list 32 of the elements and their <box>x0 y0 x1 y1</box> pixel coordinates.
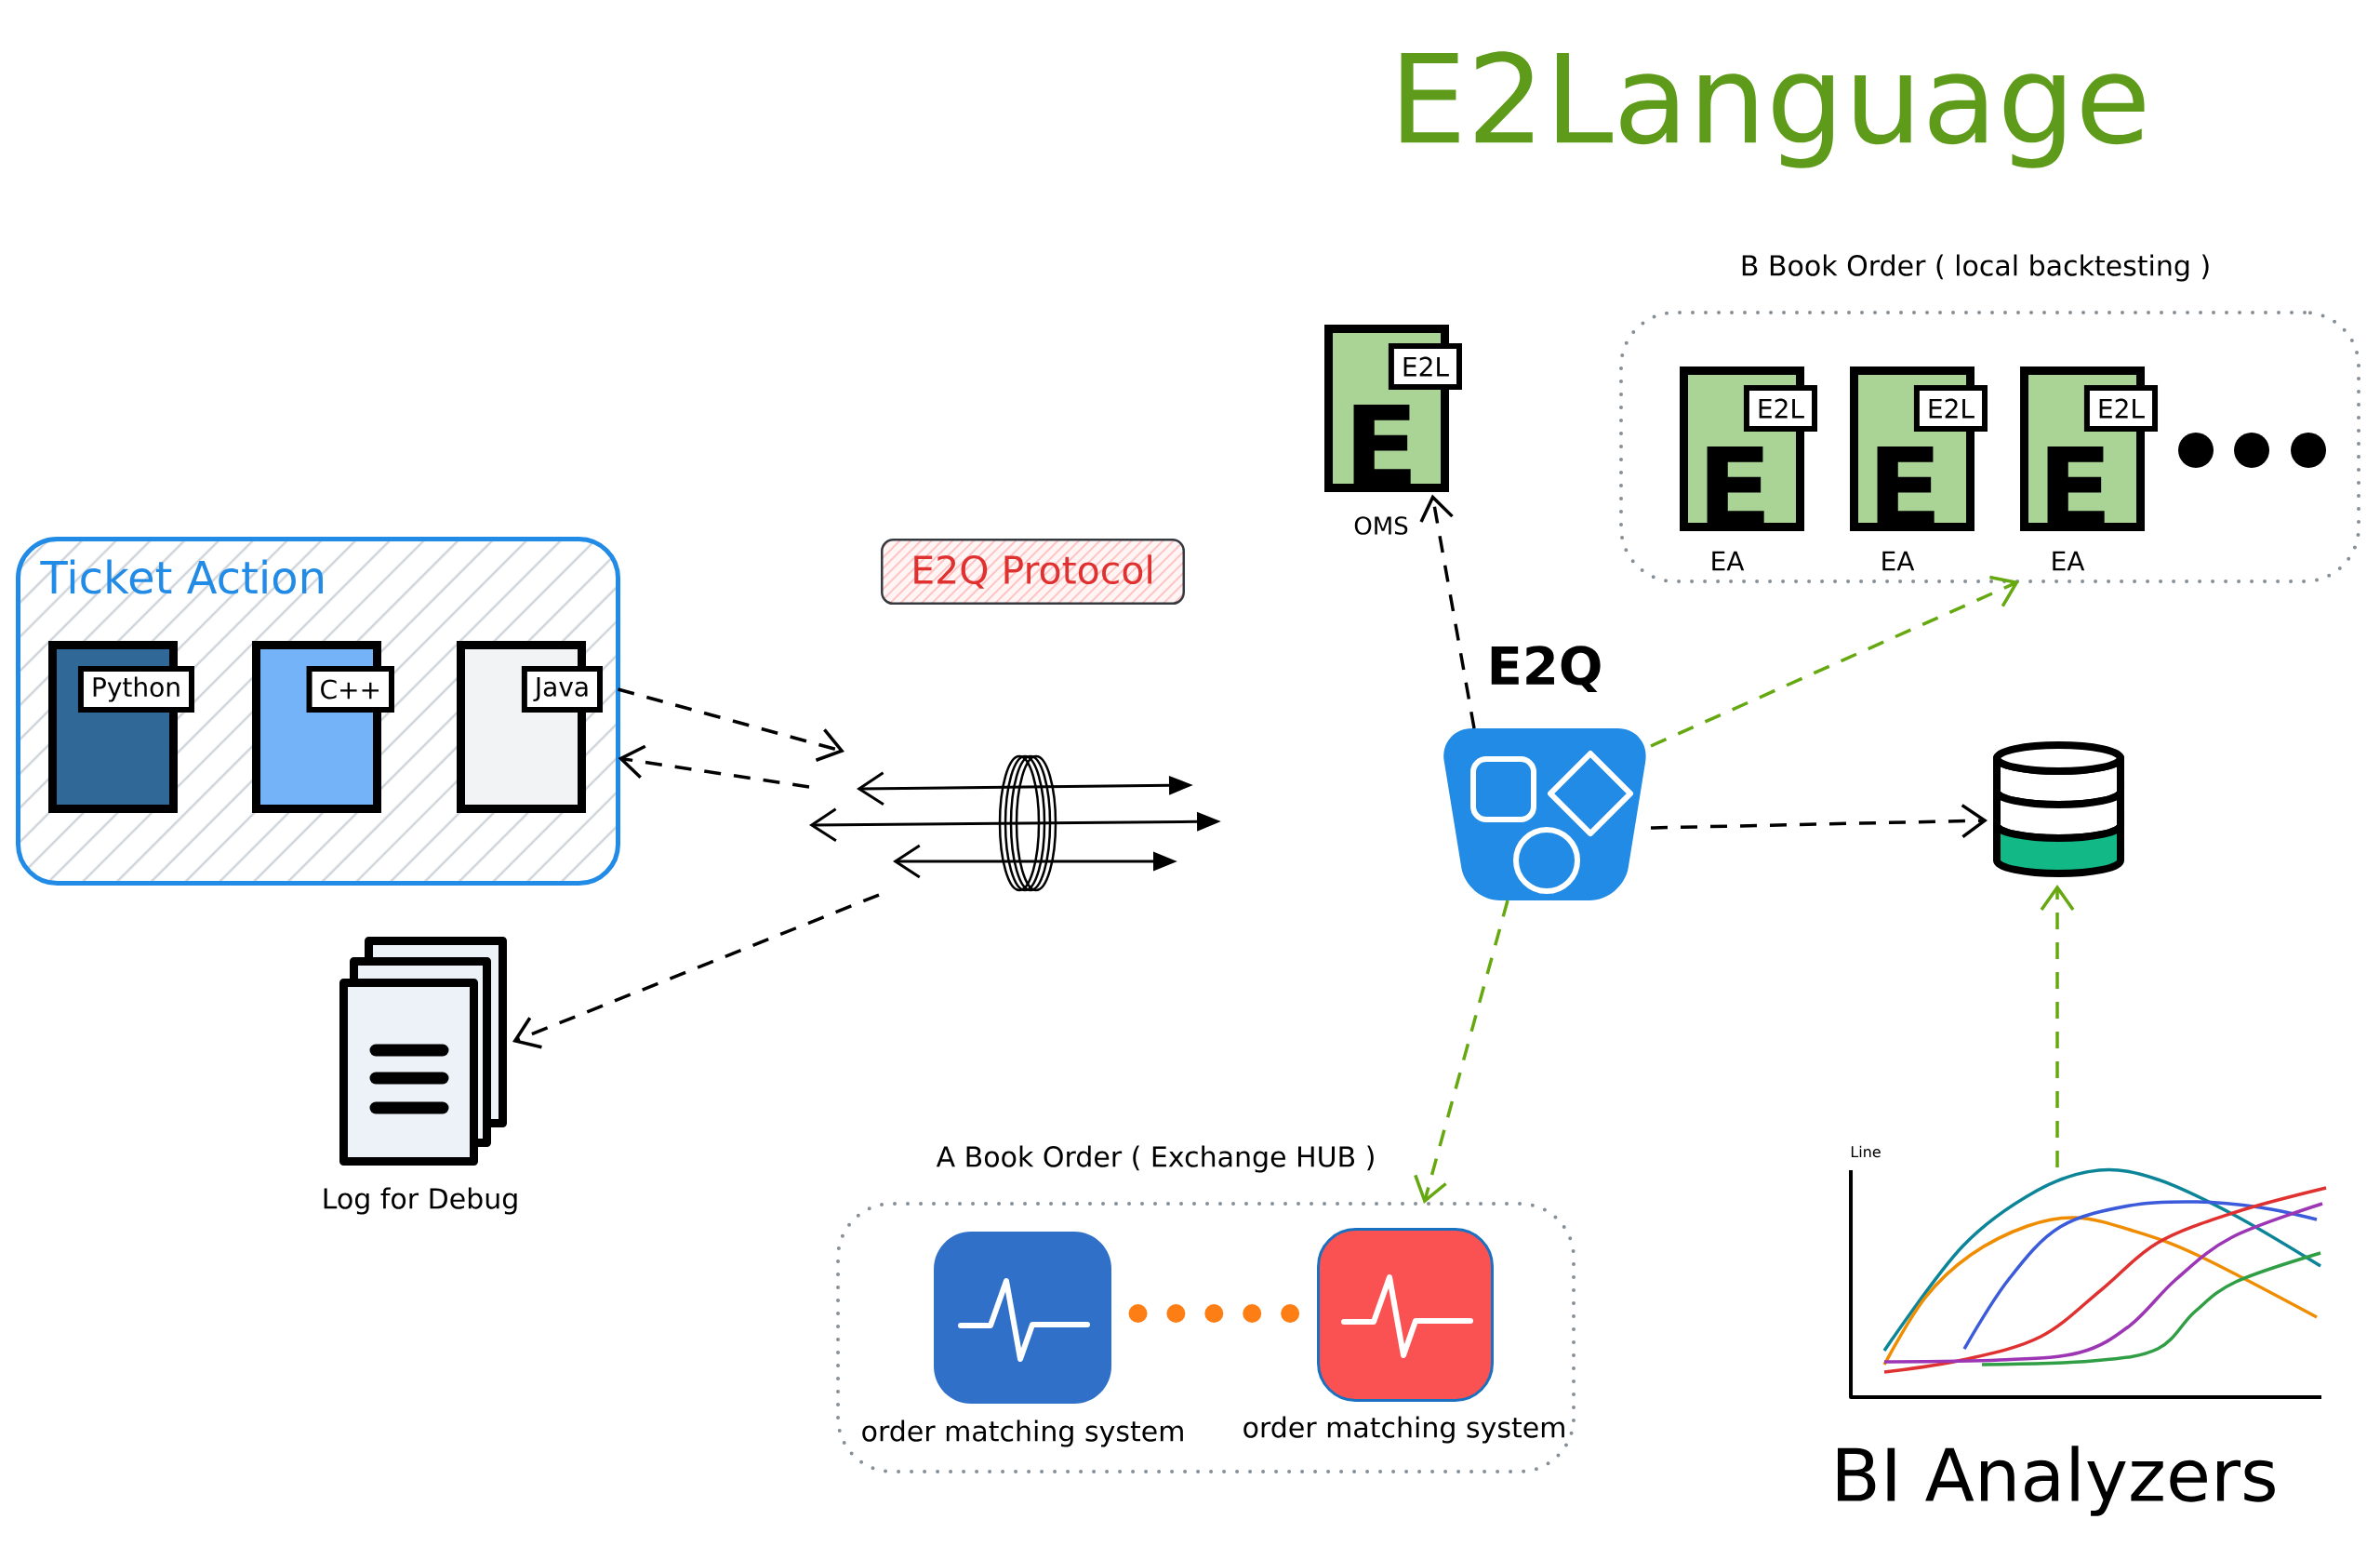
file-letter: E <box>1353 405 1411 486</box>
arrow <box>618 744 810 789</box>
tag-label: Java <box>521 666 603 713</box>
dotted-link <box>1128 1304 1301 1323</box>
tag-label: Python <box>77 666 194 713</box>
tag-label: C++ <box>306 666 394 713</box>
node-label: EA <box>1712 551 1745 571</box>
arrow <box>618 687 844 762</box>
tag-label: E2L <box>1743 385 1817 432</box>
database-icon <box>1993 741 2124 877</box>
node-label: EA <box>1882 551 1915 571</box>
node-label: B Book Order ( local backtesting ) <box>1742 254 2209 282</box>
node-label: A Book Order ( Exchange HUB ) <box>936 1145 1374 1173</box>
node-label: EA <box>2053 551 2085 571</box>
heading: BI Analyzers <box>1838 1446 2275 1516</box>
arrow <box>512 893 880 1049</box>
node-label: order matching system <box>862 1419 1183 1447</box>
node-heading: E2Q <box>1491 646 1601 692</box>
chart-title: Line <box>1851 1145 1881 1158</box>
node-label: OMS <box>1354 516 1408 535</box>
arrow <box>1419 494 1476 729</box>
tag-label: E2L <box>1388 343 1462 390</box>
hatched-box: E2Q Protocol <box>881 539 1185 605</box>
title: E2Language <box>1401 51 2145 168</box>
tag-label: E2L <box>1913 385 1988 432</box>
tag-label: E2L <box>2083 385 2159 432</box>
node-label: Log for Debug <box>324 1187 517 1215</box>
node-label: order matching system <box>1243 1416 1564 1444</box>
arrow <box>2040 885 2075 1167</box>
arrow <box>1650 575 2020 748</box>
arrow <box>1650 804 1988 838</box>
arrow <box>1414 900 1509 1204</box>
